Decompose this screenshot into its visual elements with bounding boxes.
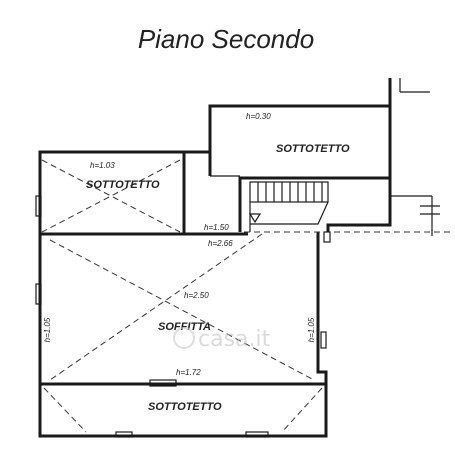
roof-slope-lines: [41, 159, 452, 433]
height-label-stair-a: h=1.50: [204, 223, 229, 232]
outer-walls: [38, 78, 440, 438]
plan-title: Piano Secondo: [138, 24, 314, 54]
height-label-left-wall: h=1.05: [43, 317, 52, 342]
height-label-right-wall: h=1.05: [307, 317, 316, 342]
staircase: [248, 181, 329, 232]
height-label-left-room: h=1.03: [90, 161, 115, 170]
height-label-top: h=0.30: [246, 112, 271, 121]
room-label-sottotetto-top: SOTTOTETTO: [276, 143, 350, 155]
height-label-center: h=2.50: [184, 291, 209, 300]
room-label-sottotetto-bottom: SOTTOTETTO: [148, 401, 222, 413]
watermark-text: casa.it: [198, 327, 271, 352]
room-label-soffitta: SOFFITTA: [158, 321, 211, 333]
watermark-logo-icon: [173, 327, 195, 349]
window-markers: [35, 195, 331, 438]
height-label-stair-b: h=2.66: [208, 239, 233, 248]
watermark: casa.it: [173, 327, 271, 352]
height-label-bottom-wall: h=1.72: [176, 368, 201, 377]
room-label-sottotetto-left: SOTTOTETTO: [86, 179, 160, 191]
